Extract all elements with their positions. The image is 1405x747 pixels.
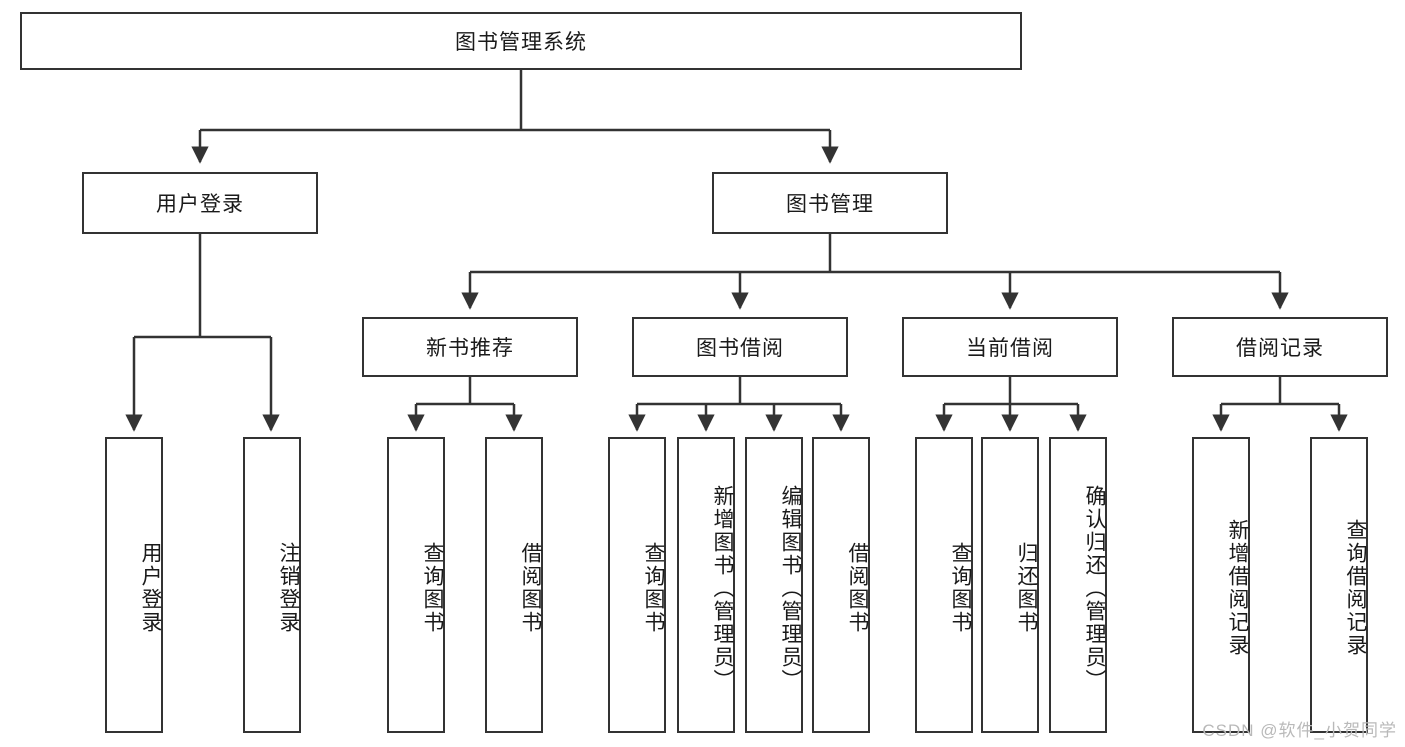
node-leaf-user-login-label: 用户登录 bbox=[139, 542, 162, 634]
node-leaf-edit-book-label: 编辑图书（管理员） bbox=[779, 484, 802, 692]
node-leaf-borrow-book-2-label: 借阅图书 bbox=[846, 542, 869, 634]
node-book-management-label: 图书管理 bbox=[786, 193, 874, 216]
node-leaf-query-book-1-label: 查询图书 bbox=[421, 542, 444, 634]
node-leaf-confirm-return[interactable]: 确认归还（管理员） bbox=[1049, 437, 1107, 733]
node-book-management[interactable]: 图书管理 bbox=[712, 172, 948, 234]
node-leaf-edit-book[interactable]: 编辑图书（管理员） bbox=[745, 437, 803, 733]
node-new-book-recommend-label: 新书推荐 bbox=[426, 337, 514, 360]
node-leaf-borrow-book-1[interactable]: 借阅图书 bbox=[485, 437, 543, 733]
node-leaf-query-book-1[interactable]: 查询图书 bbox=[387, 437, 445, 733]
node-leaf-logout-login[interactable]: 注销登录 bbox=[243, 437, 301, 733]
node-leaf-logout-login-label: 注销登录 bbox=[277, 542, 300, 634]
node-leaf-add-book-label: 新增图书（管理员） bbox=[711, 484, 734, 692]
csdn-watermark: CSDN @软件_小贺同学 bbox=[1202, 721, 1397, 740]
node-leaf-borrow-book-2[interactable]: 借阅图书 bbox=[812, 437, 870, 733]
node-current-borrow[interactable]: 当前借阅 bbox=[902, 317, 1118, 377]
node-borrow-record[interactable]: 借阅记录 bbox=[1172, 317, 1388, 377]
node-root-label: 图书管理系统 bbox=[455, 31, 587, 54]
node-leaf-add-record-label: 新增借阅记录 bbox=[1226, 519, 1249, 657]
node-user-login[interactable]: 用户登录 bbox=[82, 172, 318, 234]
node-leaf-query-record-label: 查询借阅记录 bbox=[1344, 519, 1367, 657]
node-book-borrow[interactable]: 图书借阅 bbox=[632, 317, 848, 377]
node-leaf-borrow-book-1-label: 借阅图书 bbox=[519, 542, 542, 634]
node-leaf-query-record[interactable]: 查询借阅记录 bbox=[1310, 437, 1368, 733]
node-user-login-label: 用户登录 bbox=[156, 193, 244, 216]
node-leaf-query-book-2-label: 查询图书 bbox=[642, 542, 665, 634]
node-leaf-return-book-label: 归还图书 bbox=[1015, 542, 1038, 634]
node-leaf-query-book-2[interactable]: 查询图书 bbox=[608, 437, 666, 733]
node-leaf-query-book-3-label: 查询图书 bbox=[949, 542, 972, 634]
node-book-borrow-label: 图书借阅 bbox=[696, 337, 784, 360]
node-new-book-recommend[interactable]: 新书推荐 bbox=[362, 317, 578, 377]
node-leaf-return-book[interactable]: 归还图书 bbox=[981, 437, 1039, 733]
node-borrow-record-label: 借阅记录 bbox=[1236, 337, 1324, 360]
node-leaf-confirm-return-label: 确认归还（管理员） bbox=[1083, 484, 1106, 692]
node-current-borrow-label: 当前借阅 bbox=[966, 337, 1054, 360]
node-leaf-add-record[interactable]: 新增借阅记录 bbox=[1192, 437, 1250, 733]
node-leaf-add-book[interactable]: 新增图书（管理员） bbox=[677, 437, 735, 733]
node-root[interactable]: 图书管理系统 bbox=[20, 12, 1022, 70]
node-leaf-query-book-3[interactable]: 查询图书 bbox=[915, 437, 973, 733]
node-leaf-user-login[interactable]: 用户登录 bbox=[105, 437, 163, 733]
